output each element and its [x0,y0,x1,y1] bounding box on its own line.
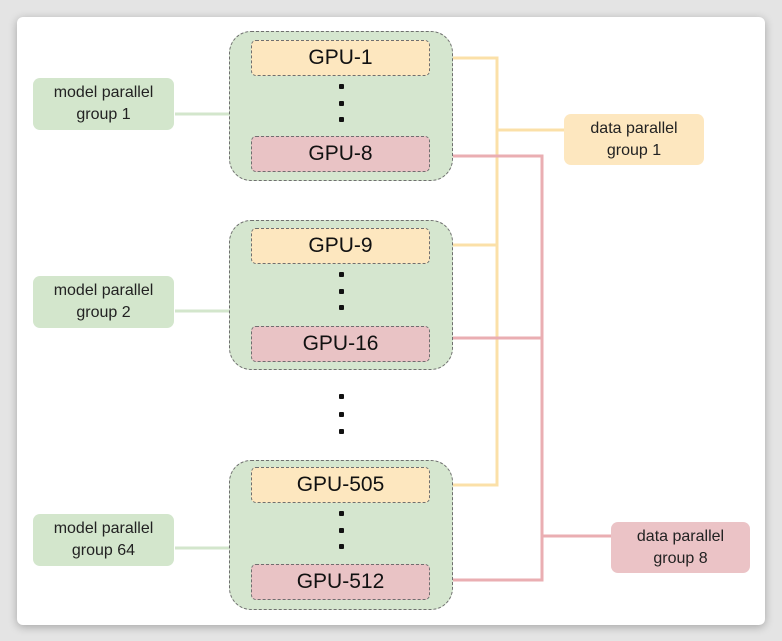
gpu-505: GPU-505 [251,467,430,503]
data-parallel-group-8-label: data parallel group 8 [611,522,750,573]
dp1-line-gpu1 [430,56,499,487]
groups-ellipsis [336,394,346,434]
gpu-1: GPU-1 [251,40,430,76]
model-parallel-group-2-label: model parallel group 2 [33,276,174,328]
data-parallel-group-1-label: data parallel group 1 [564,114,704,165]
dp8-line-gpu8 [430,154,544,582]
model-parallel-group-64-label: model parallel group 64 [33,514,174,566]
gpu-16: GPU-16 [251,326,430,362]
gpu-512: GPU-512 [251,564,430,600]
vertical-ellipsis [336,511,346,549]
gpu-8: GPU-8 [251,136,430,172]
model-parallel-group-1-label: model parallel group 1 [33,78,174,130]
vertical-ellipsis [336,272,346,310]
vertical-ellipsis [336,84,346,122]
gpu-9: GPU-9 [251,228,430,264]
